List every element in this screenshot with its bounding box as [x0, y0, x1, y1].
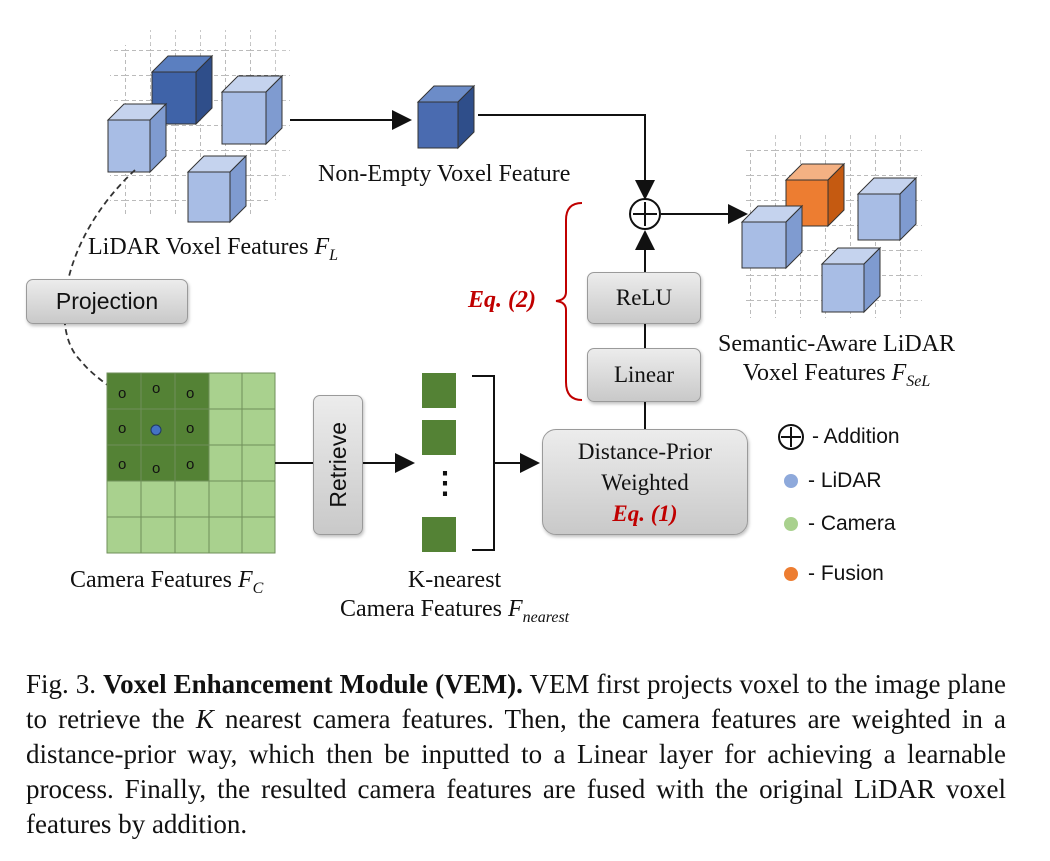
vem-diagram: o o o o o o o o Non-Empty Voxel Feature … [26, 30, 956, 626]
knearest-features [422, 373, 456, 552]
lidar-voxel-label: LiDAR Voxel Features FL [88, 234, 339, 264]
nonempty-voxel-cube [416, 84, 476, 150]
distance-prior-box: Distance-Prior Weighted Eq. (1) [542, 429, 748, 535]
addition-node [629, 198, 661, 230]
figure-caption: Fig. 3. Voxel Enhancement Module (VEM). … [26, 669, 1006, 839]
lidar-voxel-grid [106, 30, 290, 224]
diagram-canvas [63, 30, 922, 554]
knearest-dots: ⋮ [430, 467, 460, 500]
eq2-label: Eq. (2) [468, 287, 536, 313]
grid-marker: o [186, 456, 195, 473]
semantic-voxel-light-3 [820, 246, 882, 314]
relu-box: ReLU [587, 272, 701, 324]
fusion-dot-icon [784, 567, 798, 581]
camera-label: Camera Features FC [70, 567, 264, 597]
legend-camera: - Camera [784, 512, 896, 536]
grid-marker: o [118, 456, 127, 473]
arrow-to-addition [478, 114, 655, 200]
lidar-dot-icon [784, 474, 798, 488]
legend-fusion: - Fusion [784, 562, 884, 586]
legend-addition: - Addition [812, 425, 900, 448]
lidar-voxel-dark [150, 54, 214, 126]
lidar-voxel-light-3 [186, 154, 248, 224]
legend-lidar: - LiDAR [784, 469, 882, 493]
grid-marker: o [118, 385, 127, 402]
knearest-label: K-nearest Camera Features Fnearest [340, 567, 570, 626]
camera-feature-grid [106, 372, 276, 554]
retrieve-box: Retrieve [313, 395, 363, 535]
grid-marker: o [152, 460, 161, 477]
semantic-voxel-light-1 [740, 204, 804, 270]
lidar-voxel-light-1 [106, 102, 168, 174]
projection-box: Projection [26, 279, 188, 324]
legend-addition-icon [778, 424, 804, 450]
eq2-bracket [555, 202, 583, 401]
grid-marker: o [118, 420, 127, 437]
knearest-bracket [472, 375, 495, 551]
grid-marker: o [152, 380, 161, 397]
semantic-label: Semantic-Aware LiDAR Voxel Features FSeL [718, 331, 956, 390]
semantic-voxel-light-2 [856, 176, 918, 242]
linear-box: Linear [587, 348, 701, 402]
grid-marker: o [186, 420, 195, 437]
semantic-voxel-grid [740, 135, 922, 318]
lidar-projected-point [150, 424, 162, 436]
nonempty-label: Non-Empty Voxel Feature [318, 161, 571, 187]
lidar-voxel-light-2 [220, 74, 284, 146]
camera-dot-icon [784, 517, 798, 531]
grid-marker: o [186, 385, 195, 402]
